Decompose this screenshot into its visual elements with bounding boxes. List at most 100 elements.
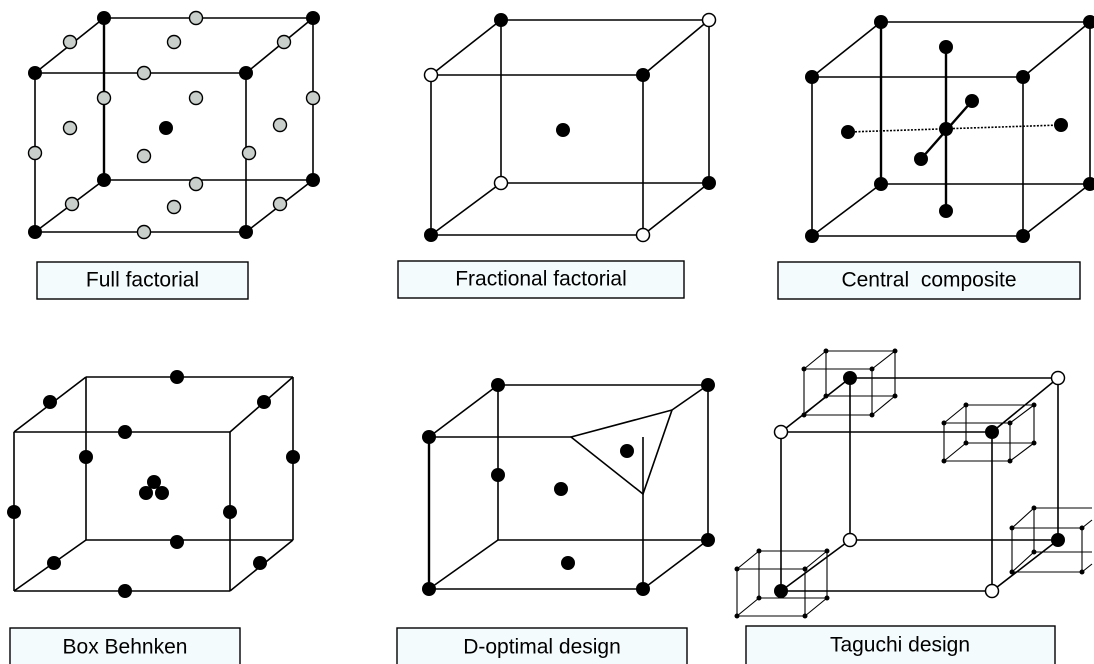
design-point xyxy=(7,505,21,519)
design-point xyxy=(166,34,182,50)
design-point xyxy=(1016,70,1030,84)
design-point xyxy=(491,468,505,482)
panel-label: Full factorial xyxy=(86,269,199,292)
design-point xyxy=(272,117,288,133)
design-point xyxy=(79,450,93,464)
label-taguchi: Taguchi design xyxy=(745,625,1056,664)
design-point xyxy=(188,176,204,192)
design-point xyxy=(239,225,253,239)
design-point xyxy=(1083,177,1094,191)
design-point xyxy=(28,66,42,80)
cube-edges xyxy=(811,21,1091,237)
design-point xyxy=(118,584,132,598)
panel-label: Central composite xyxy=(841,269,1016,292)
design-point xyxy=(494,13,508,27)
design-point xyxy=(306,173,320,187)
design-point xyxy=(805,70,819,84)
design-point xyxy=(422,582,436,596)
center-point xyxy=(939,122,953,136)
design-point xyxy=(118,425,132,439)
design-point xyxy=(188,90,204,106)
cube-edges xyxy=(427,384,709,590)
design-point xyxy=(306,11,320,25)
design-point xyxy=(554,482,568,496)
center-point xyxy=(155,486,169,500)
design-point xyxy=(43,395,57,409)
mid-level-points xyxy=(27,10,321,240)
center-point xyxy=(556,123,570,137)
label-central-composite: Central composite xyxy=(777,261,1081,300)
label-box-behnken: Box Behnken xyxy=(9,627,241,664)
panel-label: D-optimal design xyxy=(463,636,621,659)
design-point xyxy=(985,425,999,439)
corner-points xyxy=(28,11,320,239)
center-point xyxy=(147,475,161,489)
design-point xyxy=(773,424,789,440)
design-point xyxy=(62,120,78,136)
design-point xyxy=(97,11,111,25)
design-point xyxy=(286,450,300,464)
design-point xyxy=(27,145,43,161)
design-point xyxy=(424,228,438,242)
label-full-factorial: Full factorial xyxy=(36,261,249,300)
design-point xyxy=(272,196,288,212)
design-point xyxy=(97,173,111,187)
panel-label: Box Behnken xyxy=(63,636,188,659)
design-point xyxy=(635,227,651,243)
axial-point xyxy=(841,125,855,139)
design-point xyxy=(874,15,888,29)
design-point xyxy=(170,370,184,384)
design-point xyxy=(774,584,788,598)
panel-label: Taguchi design xyxy=(830,634,970,657)
center-point xyxy=(159,121,173,135)
design-point xyxy=(701,533,715,547)
axial-point xyxy=(1054,118,1068,132)
panel-d-optimal: D-optimal design xyxy=(396,378,715,664)
design-point xyxy=(223,505,237,519)
panel-label: Fractional factorial xyxy=(455,268,627,291)
design-points xyxy=(423,12,717,243)
design-point xyxy=(491,378,505,392)
design-points xyxy=(422,378,715,596)
design-point xyxy=(636,68,650,82)
design-point xyxy=(874,177,888,191)
design-point xyxy=(636,582,650,596)
design-point xyxy=(276,34,292,50)
panel-fractional-factorial: Fractional factorial xyxy=(397,12,717,299)
design-point xyxy=(28,225,42,239)
design-points xyxy=(773,370,1066,599)
cube-edges xyxy=(430,19,710,236)
axial-point xyxy=(939,204,953,218)
design-point xyxy=(136,65,152,81)
design-point xyxy=(47,556,61,570)
sub-cube xyxy=(801,348,898,418)
axial-point xyxy=(965,94,979,108)
design-point xyxy=(984,583,1000,599)
design-point xyxy=(136,148,152,164)
panel-box-behnken: Box Behnken xyxy=(7,370,300,664)
design-point xyxy=(64,196,80,212)
design-point xyxy=(136,224,152,240)
design-point xyxy=(239,66,253,80)
design-point xyxy=(843,371,857,385)
axial-point xyxy=(939,40,953,54)
design-point xyxy=(702,176,716,190)
sub-cube xyxy=(941,402,1037,464)
design-point xyxy=(701,378,715,392)
sub-cube xyxy=(1009,505,1093,575)
sub-cube xyxy=(734,548,830,619)
design-point xyxy=(305,90,321,106)
panel-full-factorial: Full factorial xyxy=(27,10,321,300)
design-point xyxy=(422,430,436,444)
design-point xyxy=(1016,229,1030,243)
design-point xyxy=(188,10,204,26)
axial-point xyxy=(914,152,928,166)
panel-taguchi: Taguchi design xyxy=(734,348,1093,664)
label-d-optimal: D-optimal design xyxy=(396,627,688,664)
design-point xyxy=(561,556,575,570)
design-point xyxy=(253,556,267,570)
design-point xyxy=(257,395,271,409)
design-point xyxy=(166,199,182,215)
cut-corner xyxy=(569,408,674,496)
